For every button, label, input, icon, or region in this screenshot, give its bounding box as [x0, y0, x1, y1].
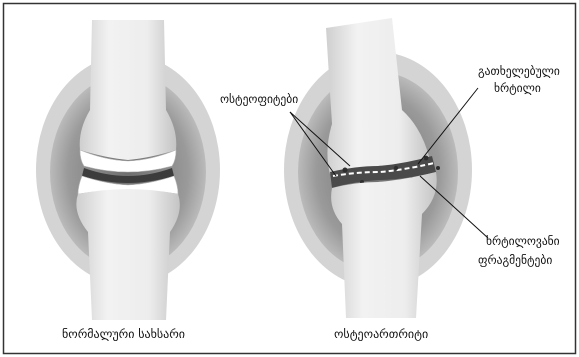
fragments-label-line2: ფრაგმენტები [478, 253, 552, 267]
normal-upper-bone [80, 20, 177, 160]
damaged-cartilage-label-line1: გათხელებული [478, 64, 560, 78]
osteoarthritis-caption: ოსტეოართრიტი [334, 327, 428, 341]
fragments-label-line1: ხრტილოვანი [486, 234, 560, 248]
normal-joint-caption: ნორმალური სახსარი [62, 327, 185, 341]
normal-lower-bone [76, 189, 179, 320]
damaged-cartilage-label-line2: ხრტილი [494, 81, 541, 95]
osteophytes-label: ოსტეოფიტები [220, 92, 298, 106]
